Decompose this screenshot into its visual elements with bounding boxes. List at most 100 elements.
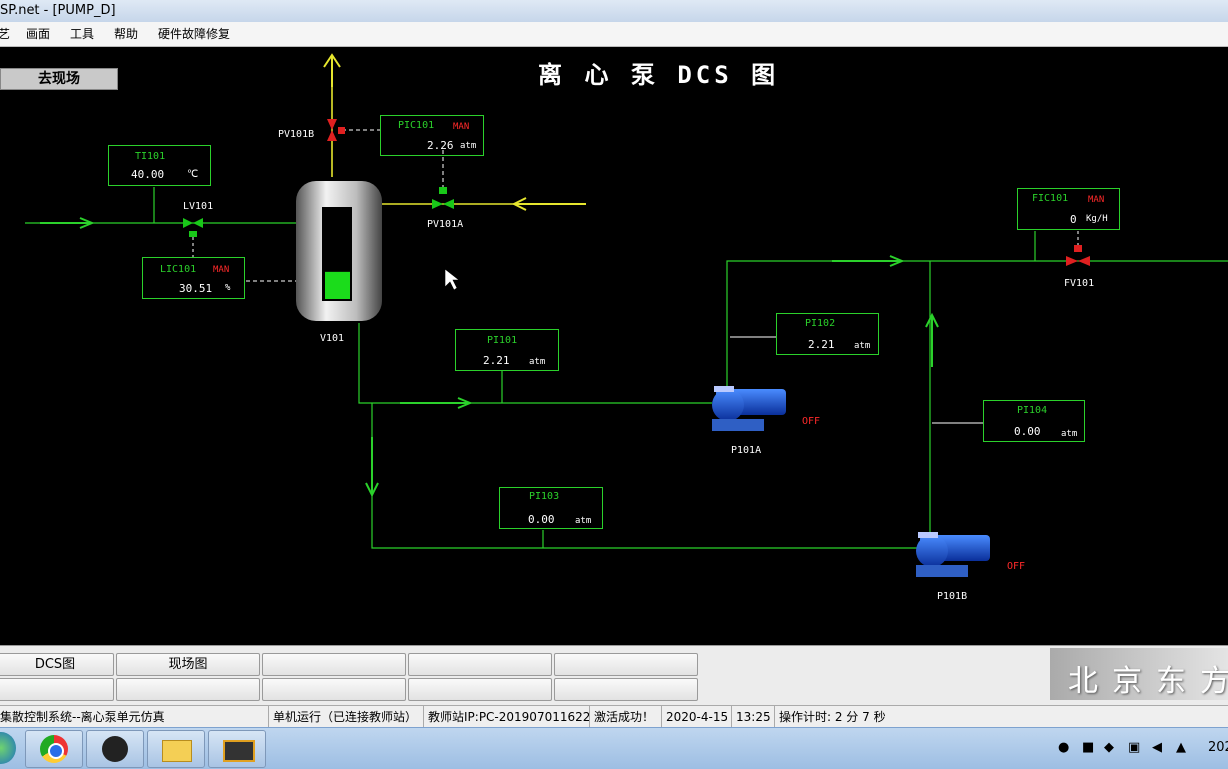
instrument-unit: Kg/H: [1086, 214, 1108, 224]
instrument-value: 0: [1070, 213, 1077, 226]
tray-obs-icon[interactable]: ●: [1058, 740, 1070, 755]
instrument-value: 0.00: [1014, 425, 1041, 438]
instrument-value: 2.26: [427, 139, 454, 152]
tray-signal-icon[interactable]: ▲: [1176, 740, 1186, 755]
label-p101a: P101A: [731, 445, 762, 456]
instrument-pi104[interactable]: PI104 0.00 atm: [983, 400, 1085, 442]
taskbar-chrome-icon[interactable]: [25, 730, 83, 768]
dcs-canvas: 离 心 泵 DCS 图 去现场 TI101 40.00 ℃ LIC101 MAN…: [0, 47, 1228, 645]
status-activation: 激活成功！: [589, 706, 654, 728]
instrument-tag: LIC101: [160, 264, 197, 275]
goto-field-button[interactable]: 去现场: [0, 68, 118, 90]
nav-button-3[interactable]: [262, 653, 406, 676]
instrument-tag: PIC101: [398, 120, 435, 131]
nav-button-10[interactable]: [554, 678, 698, 701]
tray-clock[interactable]: 202: [1208, 740, 1228, 755]
mouse-cursor-icon: [444, 268, 460, 291]
label-pv101b: PV101B: [278, 129, 315, 140]
taskbar-obs-icon[interactable]: [86, 730, 144, 768]
company-logo-text: 北京东方: [1068, 664, 1228, 699]
nav-button-bar: DCS图 现场图: [0, 645, 1228, 706]
nav-button-6[interactable]: [0, 678, 114, 701]
taskbar-app-icon[interactable]: [208, 730, 266, 768]
instrument-value: 40.00: [131, 168, 165, 181]
instrument-tag: FIC101: [1032, 193, 1069, 204]
nav-button-field[interactable]: 现场图: [116, 653, 260, 676]
status-op-timer: 操作计时: 2 分 7 秒: [774, 706, 886, 728]
instrument-value: 2.21: [808, 338, 835, 351]
instrument-value: 30.51: [179, 282, 213, 295]
tray-volume-icon[interactable]: ◀: [1152, 740, 1162, 755]
menu-item-tools[interactable]: 工具: [70, 27, 95, 41]
label-v101: V101: [320, 333, 345, 344]
valve-lv101-icon: [183, 218, 203, 237]
pump-p101b-status: OFF: [1007, 561, 1026, 572]
status-teacher-ip: 教师站IP:PC-201907011622: [423, 706, 590, 728]
nav-button-5[interactable]: [554, 653, 698, 676]
start-button-icon[interactable]: [0, 732, 16, 764]
label-p101b: P101B: [937, 591, 968, 602]
instrument-pi101[interactable]: PI101 2.21 atm: [455, 329, 559, 371]
menu-item-hardware-repair[interactable]: 硬件故障修复: [158, 27, 231, 41]
window-title: SP.net - [PUMP_D]: [0, 3, 116, 18]
instrument-value: 0.00: [528, 513, 555, 526]
tray-input-icon[interactable]: ◆: [1104, 740, 1114, 755]
instrument-tag: PI103: [529, 491, 560, 502]
instrument-unit: atm: [529, 357, 546, 367]
label-pv101a: PV101A: [427, 219, 464, 230]
pump-p101b-icon: [916, 532, 990, 577]
instrument-pi103[interactable]: PI103 0.00 atm: [499, 487, 603, 529]
instrument-unit: atm: [1061, 429, 1078, 439]
instrument-tag: PI101: [487, 335, 518, 346]
nav-button-9[interactable]: [408, 678, 552, 701]
menu-item-craft[interactable]: 艺: [0, 27, 11, 41]
status-app-name: 集散控制系统--离心泵单元仿真: [0, 710, 165, 724]
instrument-mode: MAN: [213, 265, 230, 275]
valve-fv101-icon: [1066, 245, 1090, 266]
nav-button-4[interactable]: [408, 653, 552, 676]
instrument-mode: MAN: [453, 122, 470, 132]
instrument-unit: ℃: [187, 169, 199, 180]
menu-item-screen[interactable]: 画面: [26, 27, 51, 41]
instrument-lic101[interactable]: LIC101 MAN 30.51 %: [142, 257, 245, 299]
status-time: 13:25: [731, 706, 771, 728]
window-title-bar: SP.net - [PUMP_D]: [0, 0, 1228, 22]
nav-button-dcs[interactable]: DCS图: [0, 653, 114, 676]
instrument-unit: atm: [575, 516, 592, 526]
dcs-page-title: 离 心 泵 DCS 图: [538, 61, 780, 89]
tank-v101-icon: [296, 181, 382, 321]
pump-p101a-status: OFF: [802, 416, 821, 427]
instrument-tag: PI102: [805, 318, 836, 329]
menu-bar: 艺 画面 工具 帮助 硬件故障修复: [0, 22, 1228, 47]
tray-app-icon[interactable]: ■: [1082, 740, 1095, 755]
label-fv101: FV101: [1064, 278, 1095, 289]
instrument-fic101[interactable]: FIC101 MAN 0 Kg/H: [1017, 188, 1120, 230]
instrument-tag: PI104: [1017, 405, 1048, 416]
process-diagram: [25, 53, 1228, 577]
taskbar-explorer-icon[interactable]: [147, 730, 205, 768]
nav-button-7[interactable]: [116, 678, 260, 701]
status-date: 2020-4-15: [661, 706, 728, 728]
valve-pv101a-icon: [432, 187, 454, 209]
instrument-unit: atm: [854, 341, 871, 351]
label-lv101: LV101: [183, 201, 214, 212]
instrument-pi102[interactable]: PI102 2.21 atm: [776, 313, 879, 355]
instrument-ti101[interactable]: TI101 40.00 ℃: [108, 145, 211, 186]
flow-arrows: [40, 53, 939, 498]
tray-network-device-icon[interactable]: ▣: [1128, 740, 1141, 755]
instrument-unit: atm: [460, 141, 477, 151]
status-bar: 集散控制系统--离心泵单元仿真 单机运行（已连接教师站） 教师站IP:PC-20…: [0, 705, 1228, 728]
taskbar: ● ■ ◆ ▣ ◀ ▲ 202: [0, 727, 1228, 769]
instrument-value: 2.21: [483, 354, 510, 367]
pump-p101a-icon: [712, 386, 786, 431]
company-logo: 北京东方: [1050, 648, 1228, 700]
instrument-unit: %: [225, 283, 231, 293]
valve-pv101b-icon: [327, 119, 345, 141]
nav-button-8[interactable]: [262, 678, 406, 701]
signal-lines: [192, 129, 1079, 424]
pipes: [25, 187, 1228, 549]
instrument-mode: MAN: [1088, 195, 1105, 205]
instrument-pic101[interactable]: PIC101 MAN 2.26 atm: [380, 115, 484, 156]
menu-item-help[interactable]: 帮助: [114, 27, 139, 41]
instrument-tag: TI101: [135, 151, 166, 162]
